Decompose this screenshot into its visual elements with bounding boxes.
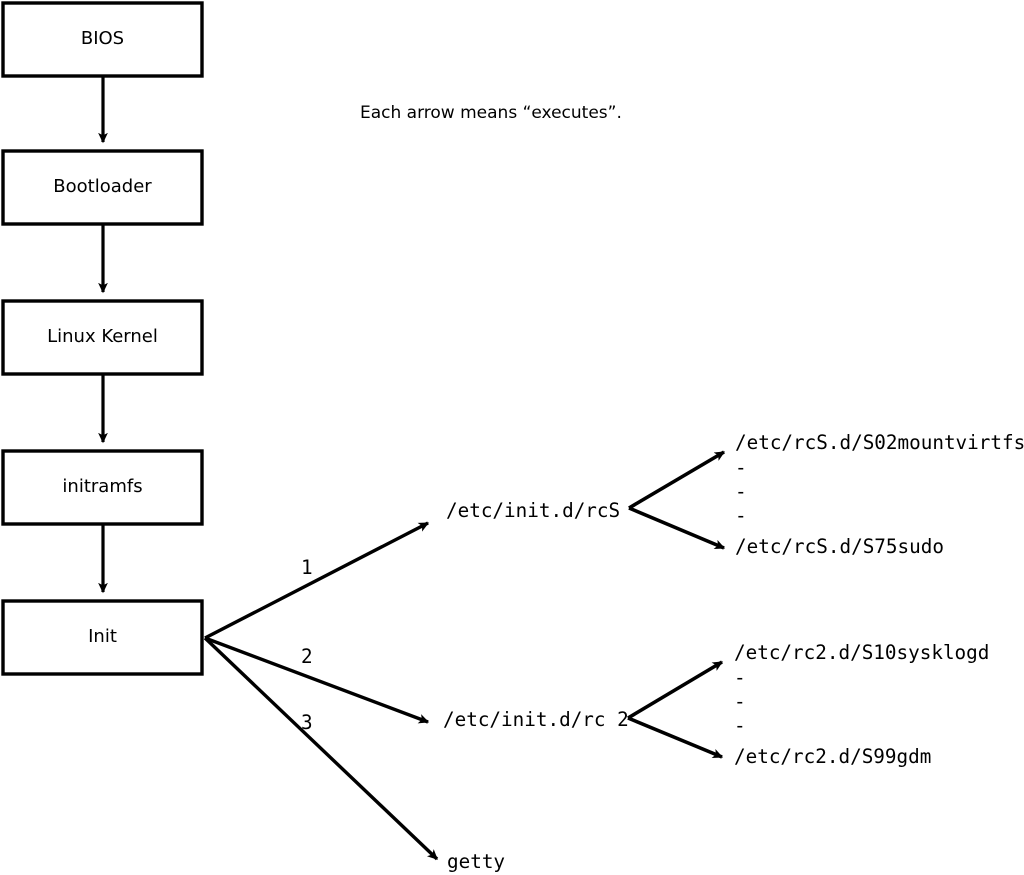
box-label-linux-kernel: Linux Kernel [47,326,158,347]
label-getty: getty [447,850,506,873]
arrow-rcs-to-last [628,506,726,550]
box-linux-kernel [1,299,204,376]
label-rcs-first-script: /etc/rcS.d/S02mountvirtfs [735,431,1024,454]
diagram-caption: Each arrow means “executes”. [360,103,622,123]
arrow-rcs-to-first [628,450,726,510]
rcs-ellipsis-dash-1: - [735,456,747,479]
arrow-rc2-to-first [627,660,724,720]
label-rcs-last-script: /etc/rcS.d/S75sudo [735,535,944,558]
label-init-d-rcs: /etc/init.d/rcS [446,499,621,522]
label-rc2-last-script: /etc/rc2.d/S99gdm [734,745,932,768]
box-bios [1,1,204,78]
arrow-init-to-rc2 [204,636,430,724]
box-init [1,599,204,676]
box-label-bootloader: Bootloader [53,176,152,197]
rc2-ellipsis-dash-3: - [734,714,746,737]
box-label-bios: BIOS [80,28,125,49]
label-init-d-rc2: /etc/init.d/rc 2 [443,708,629,731]
rcs-ellipsis-dash-3: - [735,504,747,527]
rc2-ellipsis-dash-2: - [734,690,746,713]
branch-number-1: 1 [301,556,313,579]
rcs-ellipsis-dash-2: - [735,480,747,503]
rc2-ellipsis-dash-1: - [734,666,746,689]
arrow-rc2-to-last [627,716,724,759]
branch-number-3: 3 [301,711,313,734]
label-rc2-first-script: /etc/rc2.d/S10sysklogd [734,641,990,664]
arrow-init-to-rcs [204,521,430,640]
branch-number-2: 2 [301,645,313,668]
box-bootloader [1,149,204,226]
arrow-init-to-getty [203,636,439,861]
box-initramfs [1,449,204,526]
box-label-initramfs: initramfs [62,476,143,497]
box-label-init: Init [88,626,117,647]
